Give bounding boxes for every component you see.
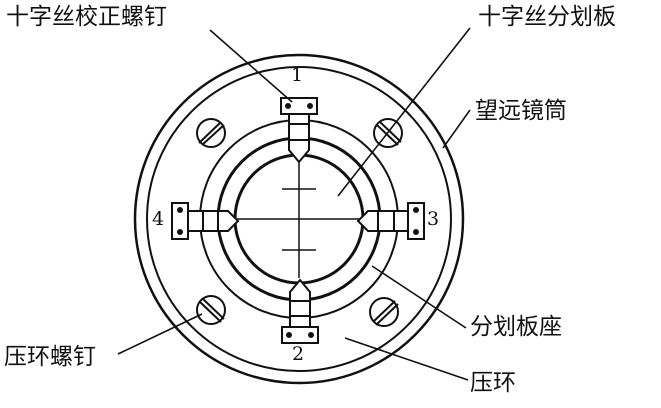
leader-clamp-ring-screw <box>117 313 203 355</box>
screw-number-1: 1 <box>291 64 304 86</box>
correction-screw-4 <box>171 202 240 240</box>
clamp-ring-screw-bottom-right <box>369 297 399 327</box>
screw-number-3: 3 <box>427 208 440 230</box>
label-crosshair-reticle: 十字丝分划板 <box>478 4 616 30</box>
label-telescope-tube: 望远镜筒 <box>475 98 567 124</box>
clamp-ring-outer <box>146 66 452 372</box>
label-reticle-seat: 分划板座 <box>470 314 562 340</box>
label-clamp-ring-screw: 压环螺钉 <box>4 344 96 370</box>
correction-screw-3 <box>356 202 425 240</box>
label-clamp-ring: 压环 <box>470 370 516 396</box>
correction-screw-1 <box>280 97 318 164</box>
leader-reticle <box>337 27 471 197</box>
label-crosshair-correction-screw: 十字丝校正螺钉 <box>6 4 167 30</box>
screw-number-4: 4 <box>152 208 165 230</box>
screw-number-2: 2 <box>292 343 305 365</box>
correction-screw-2 <box>281 278 319 344</box>
telescope-tube-outer <box>133 53 465 385</box>
leader-telescope-tube <box>442 109 471 149</box>
leader-clamp-ring <box>344 337 469 381</box>
clamp-ring-screw-top-left <box>196 118 226 148</box>
leader-crosshair-screw <box>209 29 293 103</box>
crosshair <box>236 160 362 278</box>
leader-reticle-seat <box>371 265 467 329</box>
clamp-ring-screw-bottom-left <box>196 295 226 325</box>
